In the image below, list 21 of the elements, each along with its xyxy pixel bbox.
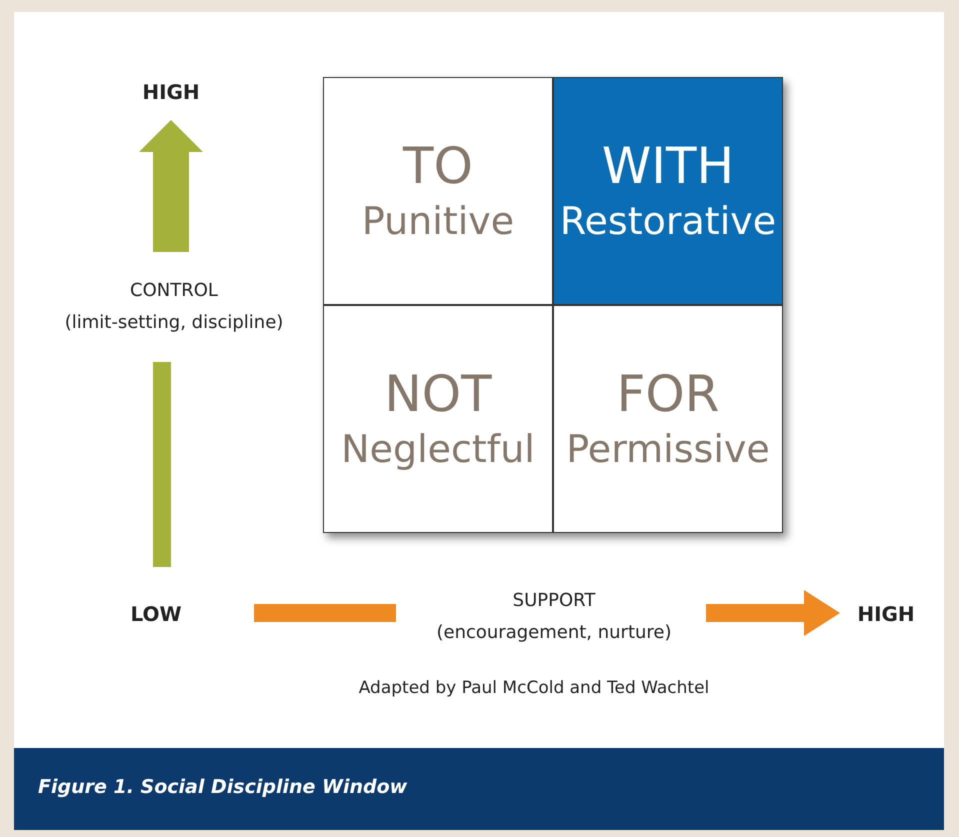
quadrant-heading: TO <box>403 136 473 196</box>
quadrant-subtitle: Permissive <box>566 426 770 473</box>
axis-title: SUPPORT <box>512 590 596 611</box>
quadrant-cell <box>553 305 783 533</box>
quadrant-heading: NOT <box>384 364 492 424</box>
credit-note: Adapted by Paul McCold and Ted Wachtel <box>358 678 710 698</box>
quadrant-subtitle: Punitive <box>362 198 514 245</box>
axis-subtitle: (encouragement, nurture) <box>436 622 672 643</box>
axis-end-label: LOW <box>130 602 182 626</box>
axis-end-label: HIGH <box>857 602 915 626</box>
quadrant-cell <box>323 305 553 533</box>
axis-end-label: HIGH <box>142 80 200 104</box>
axis-title: CONTROL <box>130 280 218 301</box>
caption: Figure 1. Social Discipline Window <box>38 776 408 798</box>
quadrant-heading: WITH <box>602 136 734 196</box>
quadrant-cell <box>553 77 783 305</box>
quadrant-subtitle: Restorative <box>560 198 776 245</box>
axis-subtitle: (limit-setting, discipline) <box>64 312 284 333</box>
quadrant-subtitle: Neglectful <box>341 426 535 473</box>
quadrant-heading: FOR <box>616 364 720 424</box>
quadrant-cell <box>323 77 553 305</box>
